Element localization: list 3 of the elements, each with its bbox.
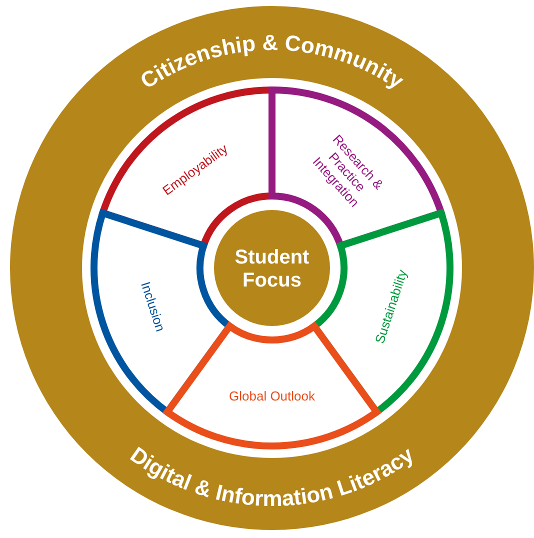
segment-label: Inclusion [138, 280, 168, 334]
segment-label: Global Outlook [229, 388, 315, 404]
center-label: Student Focus [234, 246, 310, 292]
